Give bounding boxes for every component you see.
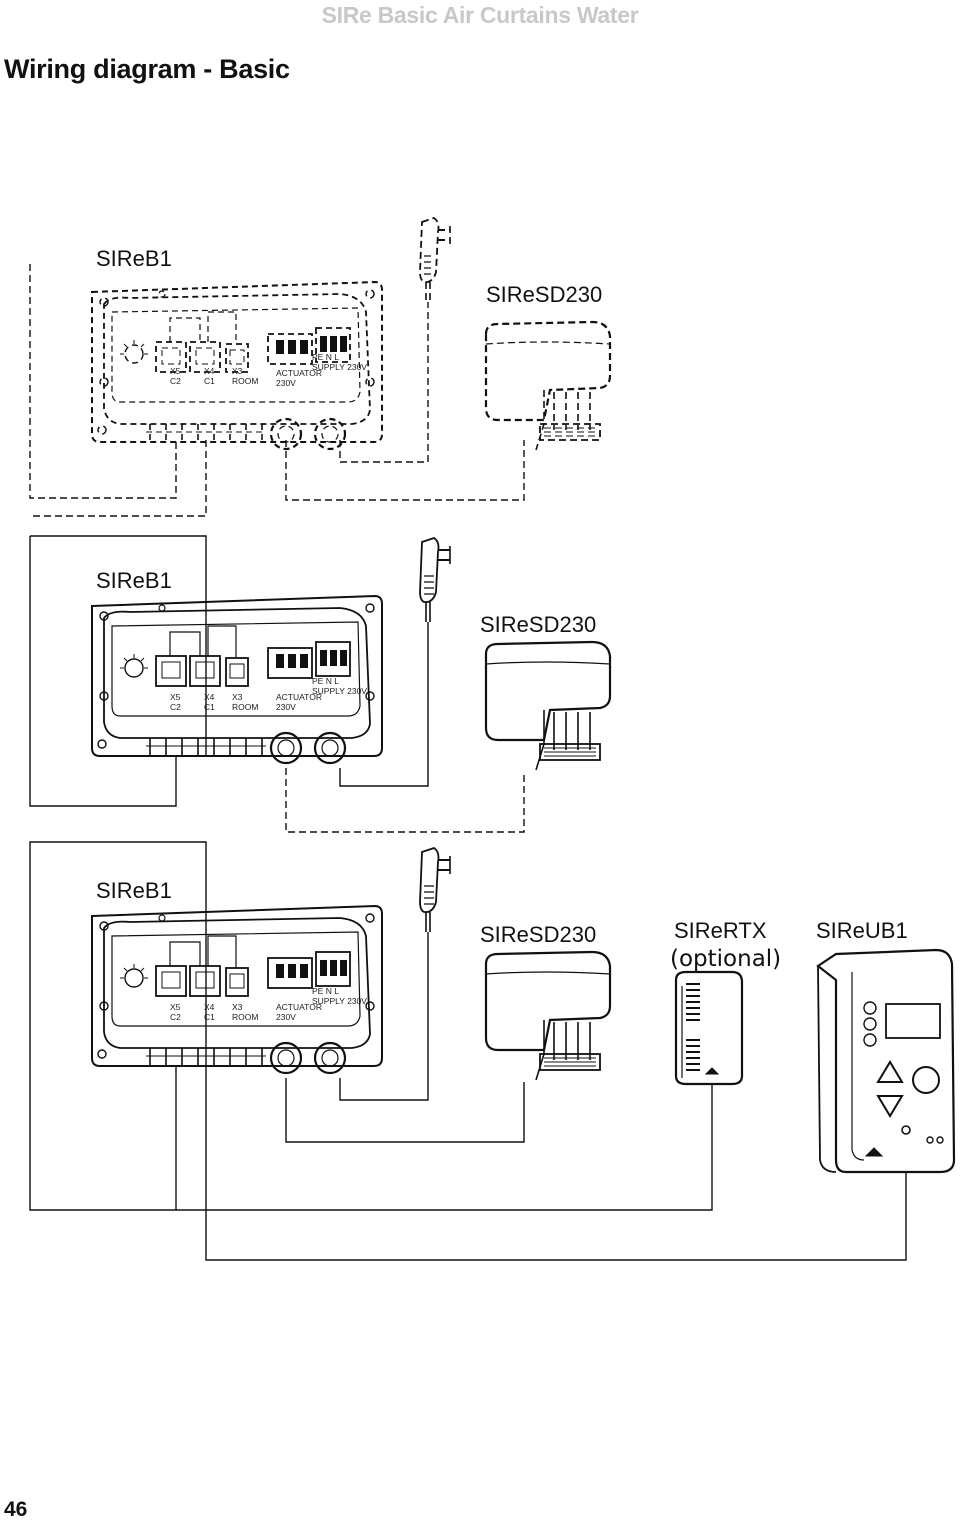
board-label-c1: C1 — [204, 1012, 215, 1022]
document-header-title: SIRe Basic Air Curtains Water — [321, 2, 639, 28]
board-label-c1: C1 — [204, 376, 215, 386]
board-label-room: ROOM — [232, 376, 258, 386]
diagram-3-wires — [29, 841, 907, 1261]
board-label-actuator: ACTUATOR — [276, 368, 322, 378]
diagram-2-board-labels: X5 C2 X4 C1 X3 ROOM ACTUATOR 230V PE N L… — [170, 676, 367, 712]
board-label-x3: X3 — [232, 366, 243, 376]
board-label-x4: X4 — [204, 1002, 215, 1012]
page-title: Wiring diagram - Basic — [4, 54, 290, 84]
board-label-pe-n-l: PE N L — [312, 676, 339, 686]
board-label-x3: X3 — [232, 1002, 243, 1012]
board-label-pe-n-l: PE N L — [312, 986, 339, 996]
diagram-3-user-unit-label: SIReUB1 — [816, 918, 908, 943]
diagram-1-wires — [29, 264, 525, 517]
board-label-room: ROOM — [232, 1012, 258, 1022]
diagram-1-controller-label: SIReB1 — [96, 246, 172, 271]
board-label-230v: 230V — [276, 702, 296, 712]
diagram-2-wires — [29, 535, 429, 807]
diagram-3-board-labels: X5 C2 X4 C1 X3 ROOM ACTUATOR 230V PE N L… — [170, 986, 367, 1022]
board-label-supply: SUPPLY 230V — [312, 362, 367, 372]
board-label-x5: X5 — [170, 366, 181, 376]
board-label-x3: X3 — [232, 692, 243, 702]
board-label-actuator: ACTUATOR — [276, 692, 322, 702]
diagram-3-sensor-note: (optional) — [670, 946, 781, 972]
diagram-1-actuator-label: SIReSD230 — [486, 282, 602, 307]
board-label-supply: SUPPLY 230V — [312, 686, 367, 696]
diagram-3-actuator-label: SIReSD230 — [480, 922, 596, 947]
board-label-c2: C2 — [170, 702, 181, 712]
diagram-2-controller-label: SIReB1 — [96, 568, 172, 593]
board-label-c2: C2 — [170, 376, 181, 386]
board-label-room: ROOM — [232, 702, 258, 712]
board-label-x5: X5 — [170, 692, 181, 702]
room-sensor-sireRTX — [674, 970, 744, 1086]
board-label-x4: X4 — [204, 692, 215, 702]
diagram-3-sensor-label: SIReRTX — [674, 918, 767, 943]
board-label-c2: C2 — [170, 1012, 181, 1022]
board-label-c1: C1 — [204, 702, 215, 712]
board-label-230v: 230V — [276, 1012, 296, 1022]
diagram-2-dashed-wire — [285, 768, 525, 833]
board-label-230v: 230V — [276, 378, 296, 388]
diagram-3-controller-label: SIReB1 — [96, 878, 172, 903]
board-label-x4: X4 — [204, 366, 215, 376]
board-label-actuator: ACTUATOR — [276, 1002, 322, 1012]
board-label-pe-n-l: PE N L — [312, 352, 339, 362]
user-unit-sireUB1 — [816, 948, 956, 1174]
diagram-2-actuator-label: SIReSD230 — [480, 612, 596, 637]
board-label-x5: X5 — [170, 1002, 181, 1012]
diagram-1-board-labels: X5 C2 X4 C1 X3 ROOM ACTUATOR 230V PE N L… — [170, 352, 367, 388]
board-label-supply: SUPPLY 230V — [312, 996, 367, 1006]
page-number: 46 — [4, 1498, 28, 1521]
